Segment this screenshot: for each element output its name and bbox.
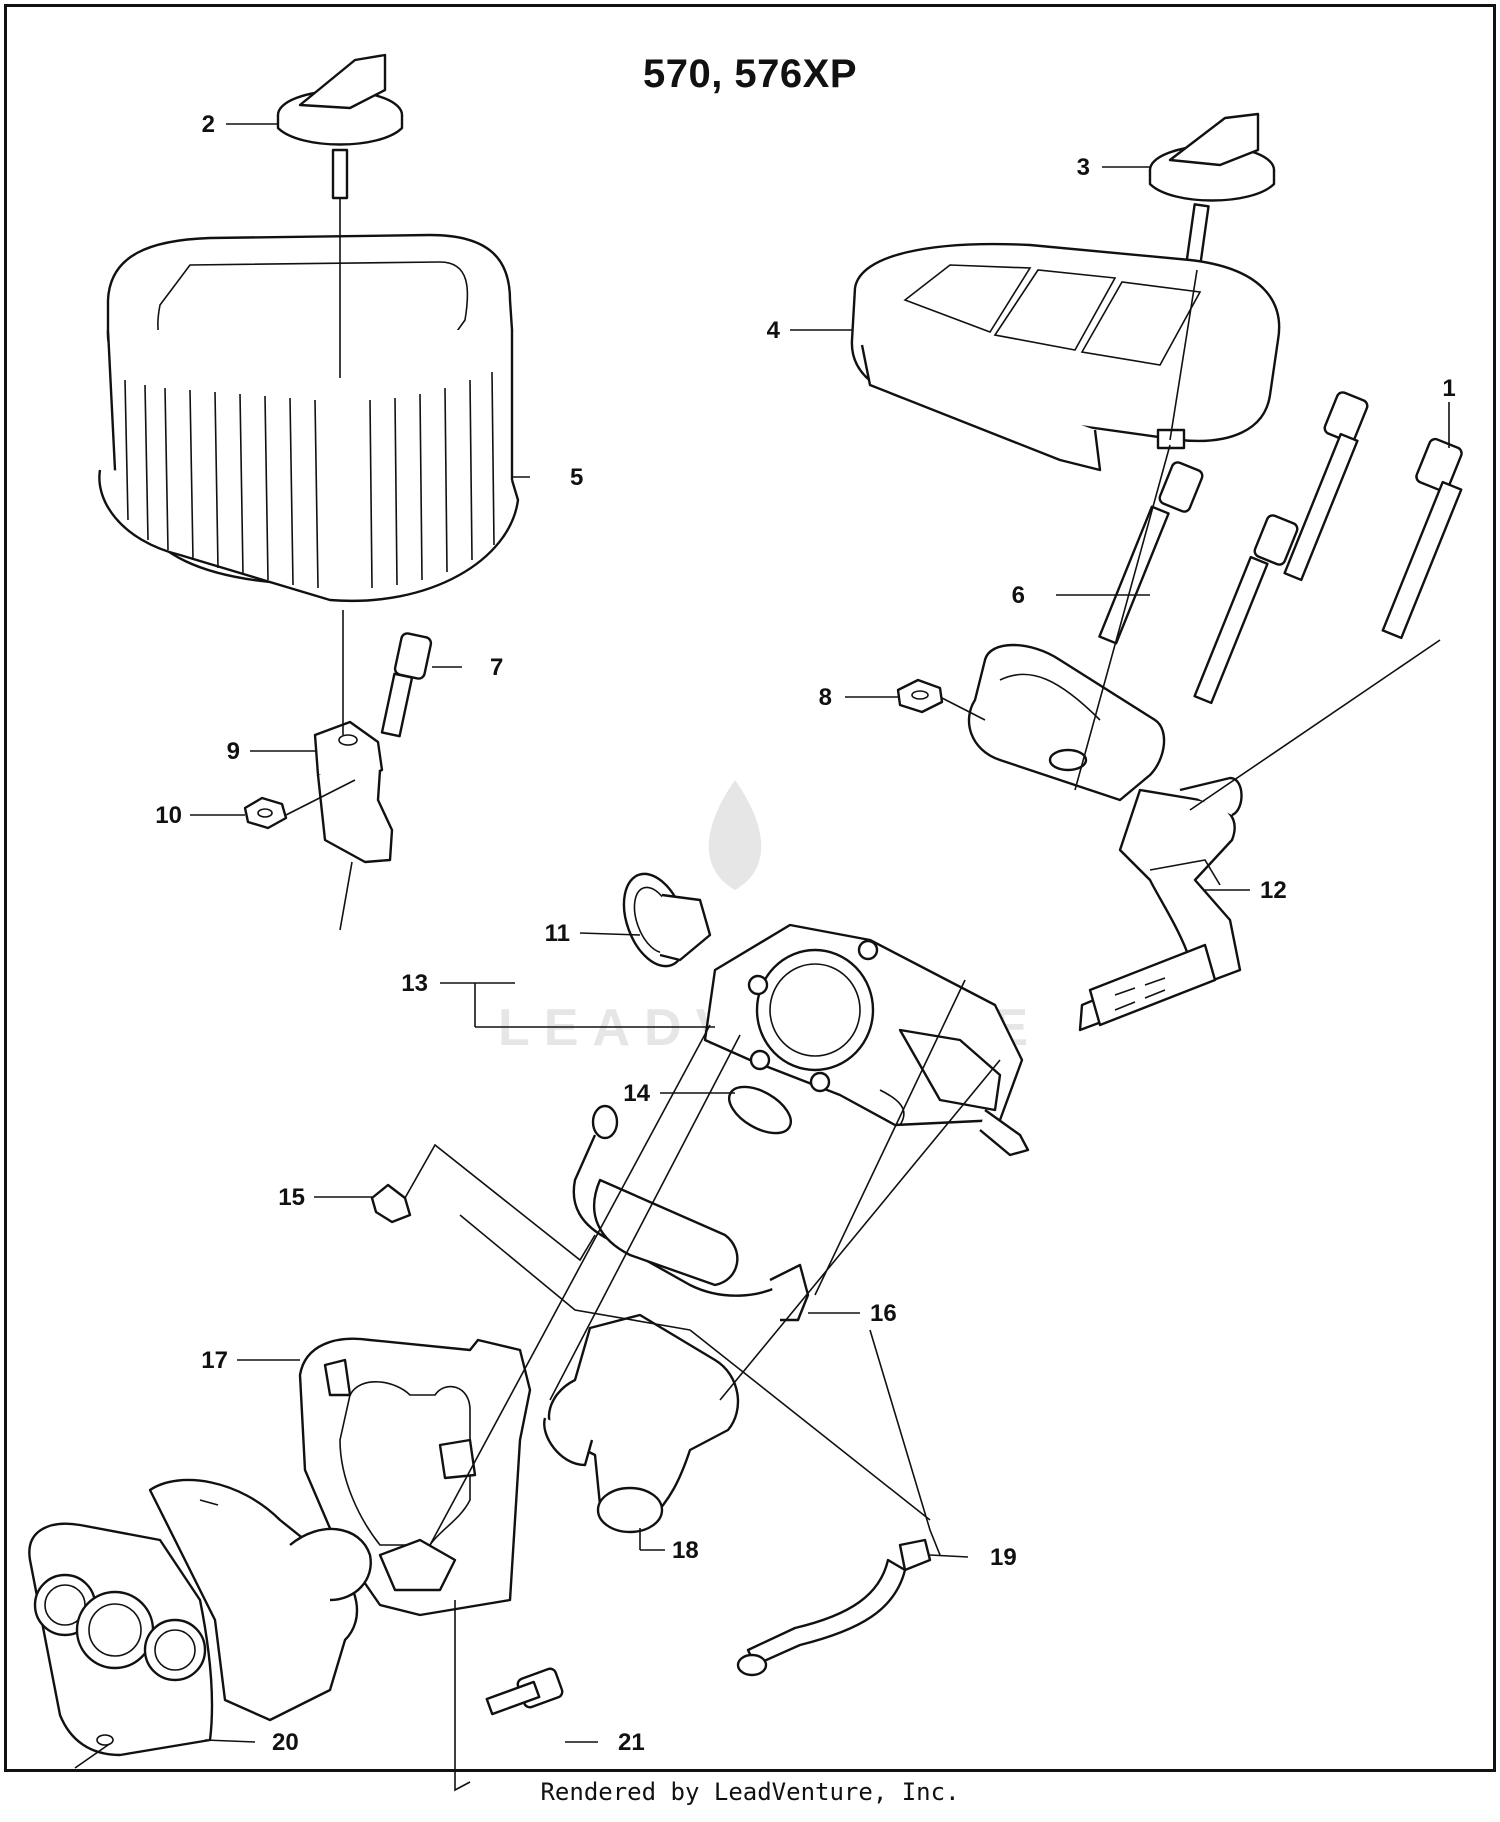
callout-21: 21 <box>618 1729 645 1756</box>
callout-1: 1 <box>1442 375 1455 402</box>
callout-11: 11 <box>545 920 570 947</box>
part-18-intake-elbow <box>543 1313 740 1534</box>
callout-4: 4 <box>767 317 781 344</box>
part-1-bolt <box>1381 437 1463 640</box>
callout-15: 15 <box>278 1184 305 1211</box>
callout-17: 17 <box>201 1347 228 1374</box>
part-10-nut <box>243 796 288 830</box>
part-14-gasket <box>728 1085 792 1135</box>
callout-18: 18 <box>672 1537 699 1564</box>
callout-8: 8 <box>819 684 832 711</box>
footer-credit: Rendered by LeadVenture, Inc. <box>540 1778 960 1806</box>
callout-5: 5 <box>570 464 583 491</box>
leader-lines <box>74 123 1450 1792</box>
callout-3: 3 <box>1077 154 1090 181</box>
part-2-knob <box>276 53 404 200</box>
part-3-knob <box>1148 112 1276 272</box>
part-7-screw <box>380 632 433 738</box>
part-4-filter-cover <box>850 242 1281 472</box>
callout-10: 10 <box>155 802 182 829</box>
callout-2: 2 <box>202 111 215 138</box>
callout-9: 9 <box>227 738 240 765</box>
part-15-nut <box>370 1183 412 1224</box>
watermark-flame-icon <box>708 780 762 890</box>
callout-6: 6 <box>1012 582 1025 609</box>
part-5-air-filter <box>98 233 520 603</box>
part-13-carburetor <box>703 923 1030 1157</box>
part-9-bracket <box>313 720 394 864</box>
part-19-fuel-hose <box>736 1538 932 1677</box>
callout-7: 7 <box>490 654 503 681</box>
callout-20: 20 <box>272 1729 299 1756</box>
part-11-pump-cover <box>622 872 712 968</box>
part-21-screw <box>485 1667 564 1716</box>
callout-12: 12 <box>1260 877 1287 904</box>
part-8-nut <box>896 678 944 714</box>
callout-16: 16 <box>870 1300 897 1327</box>
callout-14: 14 <box>623 1080 650 1107</box>
diagram-border <box>4 4 1496 1772</box>
callouts: 1 2 3 4 5 6 7 8 9 10 11 12 13 14 15 16 1… <box>155 111 1455 1756</box>
callout-13: 13 <box>401 970 428 997</box>
part-16-cable-holder <box>572 1104 810 1322</box>
callout-19: 19 <box>990 1544 1017 1571</box>
part-12-intake-bracket <box>967 643 1243 1032</box>
part-6-bolts <box>1098 391 1369 705</box>
diagram-title: 570, 576XP <box>642 52 858 96</box>
part-20-intake-manifold <box>28 1478 372 1757</box>
